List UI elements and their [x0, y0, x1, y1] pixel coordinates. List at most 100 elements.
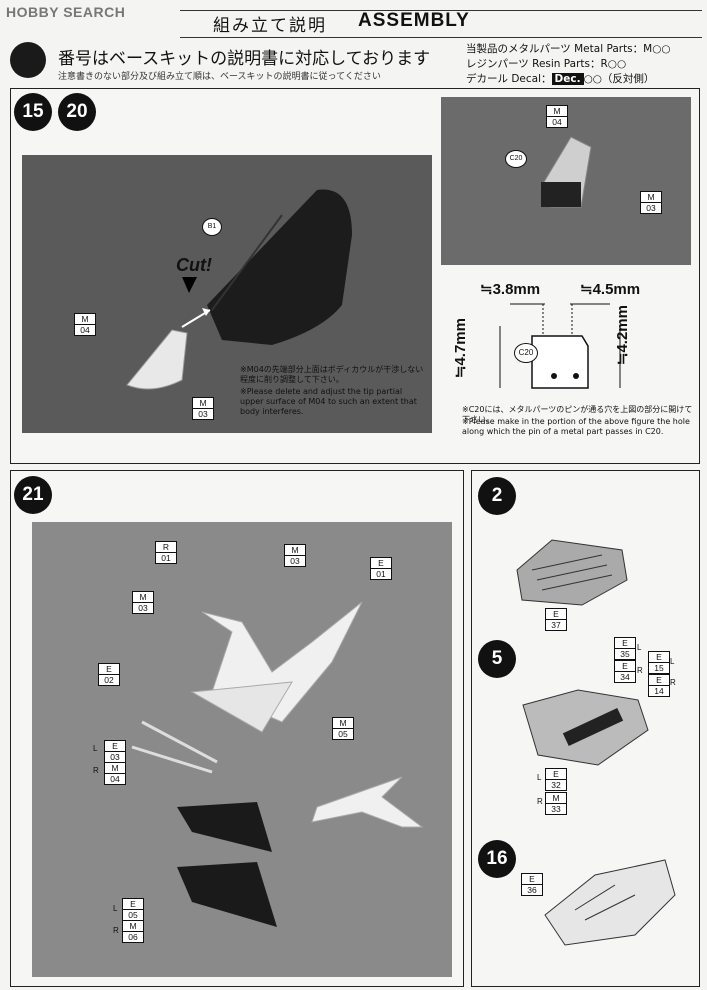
part-num: 04 — [110, 774, 120, 784]
part-num: 33 — [551, 804, 561, 814]
part-type: E — [123, 899, 143, 910]
part-type: E — [546, 609, 566, 620]
part-num: 04 — [80, 325, 90, 335]
wing-illustration — [131, 601, 424, 927]
photo-nose — [22, 155, 432, 433]
engine-illustration-16 — [544, 859, 676, 946]
part-type: E — [615, 661, 635, 672]
part-type: M — [333, 718, 353, 729]
engine-illustration-2 — [516, 539, 628, 606]
note-sub: 注意書きのない部分及び組み立て順は、ベースキットの説明書に従ってください — [58, 72, 381, 82]
decal-box: Dec. — [551, 73, 584, 85]
part-num: 01 — [376, 569, 386, 579]
note-m04-jp: ※M04の先端部分上面はボディカウルが干渉しない程度に削り調整して下さい。 — [240, 365, 424, 384]
logo: HOBBY SEARCH — [6, 4, 126, 20]
photo-wing — [32, 522, 452, 977]
part-type: M — [75, 314, 95, 325]
part-num: 34 — [620, 672, 630, 682]
part-type: E — [105, 741, 125, 752]
cut-label: Cut! — [176, 255, 212, 275]
part-num: 02 — [104, 675, 114, 685]
part-num: 03 — [138, 603, 148, 613]
engine-illustration-5 — [522, 689, 649, 766]
part-num: 06 — [128, 932, 138, 942]
bullet-icon — [10, 42, 46, 78]
part-type: E — [546, 769, 566, 780]
part-type: M — [546, 793, 566, 804]
part-type: M — [193, 398, 213, 409]
side-l: L — [670, 657, 675, 666]
step-number: 16 — [478, 840, 516, 878]
part-num: 03 — [110, 752, 120, 762]
part-num: 36 — [527, 885, 537, 895]
header-bar — [180, 10, 702, 38]
step-number: 20 — [58, 93, 96, 131]
inset-illustration — [540, 136, 592, 208]
title-jp: 組み立て説明 — [213, 16, 327, 36]
dim-4-7: ≒4.7mm — [452, 318, 469, 379]
step-number: 21 — [14, 476, 52, 514]
part-c20: C20 — [514, 343, 538, 363]
part-num: 05 — [128, 910, 138, 920]
part-type: E — [371, 558, 391, 569]
part-num: 15 — [654, 663, 664, 673]
part-b1: B1 — [202, 218, 222, 236]
dim-4-5: ≒4.5mm — [580, 281, 641, 298]
side-l: L — [637, 643, 642, 652]
part-num: 01 — [161, 553, 171, 563]
part-num: 05 — [338, 729, 348, 739]
side-l: L — [113, 904, 118, 913]
legend-resin: レジンパーツ Resin Parts：R○○ — [466, 58, 627, 70]
part-type: E — [649, 675, 669, 686]
part-c20-inset: C20 — [505, 150, 527, 168]
part-num: 04 — [552, 117, 562, 127]
part-num: 03 — [290, 556, 300, 566]
note-m04-en: ※Please delete and adjust the tip partia… — [240, 387, 417, 416]
dim-4-2: ≒4.2mm — [614, 305, 631, 366]
nose-illustration — [126, 189, 352, 390]
side-r: R — [637, 666, 643, 675]
dim-3-8: ≒3.8mm — [480, 281, 541, 298]
note-c20-en: ※Please make in the portion of the above… — [462, 417, 690, 436]
note-c20-jp: ※C20には、メタルパーツのピンが通る穴を上図の部分に開けて下さい。 — [462, 405, 693, 424]
part-type: E — [99, 664, 119, 675]
side-r: R — [537, 797, 543, 806]
side-l: L — [537, 773, 542, 782]
part-num: 03 — [646, 203, 656, 213]
part-type: M — [133, 592, 153, 603]
part-num: 35 — [620, 649, 630, 659]
dimension-diagram — [499, 303, 621, 389]
part-type: R — [156, 542, 176, 553]
legend-decal-suffix: ○○（反対側） — [583, 73, 655, 85]
legend-metal: 当製品のメタルパーツ Metal Parts：M○○ — [466, 43, 671, 55]
part-type: E — [522, 874, 542, 885]
note-main: 番号はベースキットの説明書に対応しております — [58, 49, 431, 69]
part-type: M — [285, 545, 305, 556]
part-type: E — [649, 652, 669, 663]
side-r: R — [93, 766, 99, 775]
part-type: E — [615, 638, 635, 649]
step-number: 5 — [478, 640, 516, 678]
step-number: 15 — [14, 93, 52, 131]
part-num: 37 — [551, 620, 561, 630]
part-num: 32 — [551, 780, 561, 790]
legend-decal-prefix: デカール Decal： — [466, 73, 552, 85]
side-r: R — [113, 926, 119, 935]
